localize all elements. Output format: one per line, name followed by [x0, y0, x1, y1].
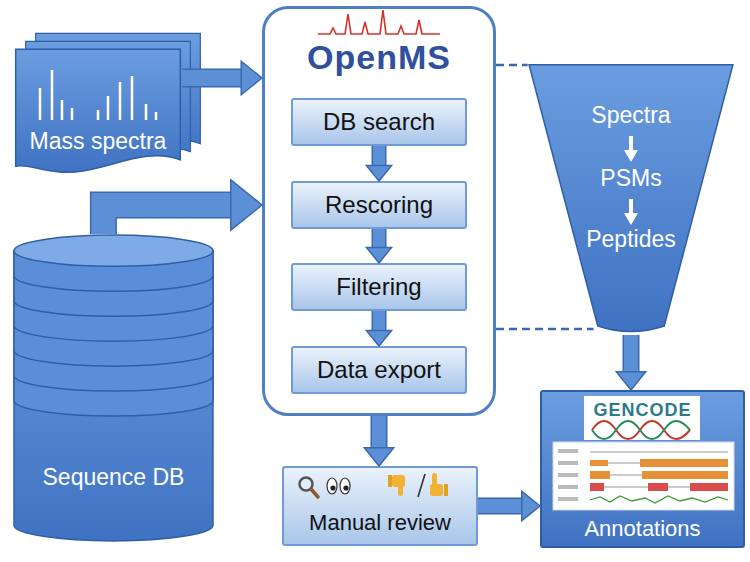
- dna-helix: [592, 421, 690, 439]
- node-label: Mass spectra: [14, 128, 182, 156]
- node-label: PSMs: [527, 165, 735, 193]
- block-arrow: [182, 61, 262, 95]
- block-arrow: [366, 311, 391, 346]
- node-label: Manual review: [284, 510, 476, 536]
- node-label: Sequence DB: [12, 464, 215, 492]
- block-arrow: [366, 229, 391, 263]
- block-arrow: [103, 180, 262, 234]
- node-label: Annotations: [542, 516, 743, 542]
- process-box: DB search: [291, 98, 467, 146]
- node-label: Rescoring: [293, 191, 465, 220]
- browser-screenshot: [553, 442, 734, 510]
- process-box: Data export: [291, 346, 467, 394]
- block-arrow: [366, 146, 391, 181]
- node-label: Data export: [293, 356, 465, 385]
- node-label: DB search: [293, 108, 465, 137]
- node-outline: [12, 232, 215, 544]
- dashed-link: [496, 65, 528, 66]
- node-label: OpenMS: [265, 37, 493, 78]
- dashed-link: [496, 329, 594, 330]
- block-arrow: [478, 491, 540, 520]
- block-arrow: [616, 335, 645, 390]
- tool-frame: OpenMS DB searchRescoringFilteringData ex…: [262, 6, 496, 416]
- logo-spectrum: [318, 10, 440, 34]
- process-box: Rescoring: [291, 181, 467, 229]
- node-label: Spectra: [527, 102, 735, 130]
- database-cylinder: Sequence DB: [12, 232, 215, 544]
- node-label: GENCODE: [542, 400, 743, 422]
- node-label: Filtering: [293, 273, 465, 302]
- node-label: Peptides: [527, 226, 735, 254]
- process-box: Filtering: [291, 263, 467, 311]
- block-arrow: [364, 416, 393, 466]
- review-box: Manual review: [282, 466, 478, 546]
